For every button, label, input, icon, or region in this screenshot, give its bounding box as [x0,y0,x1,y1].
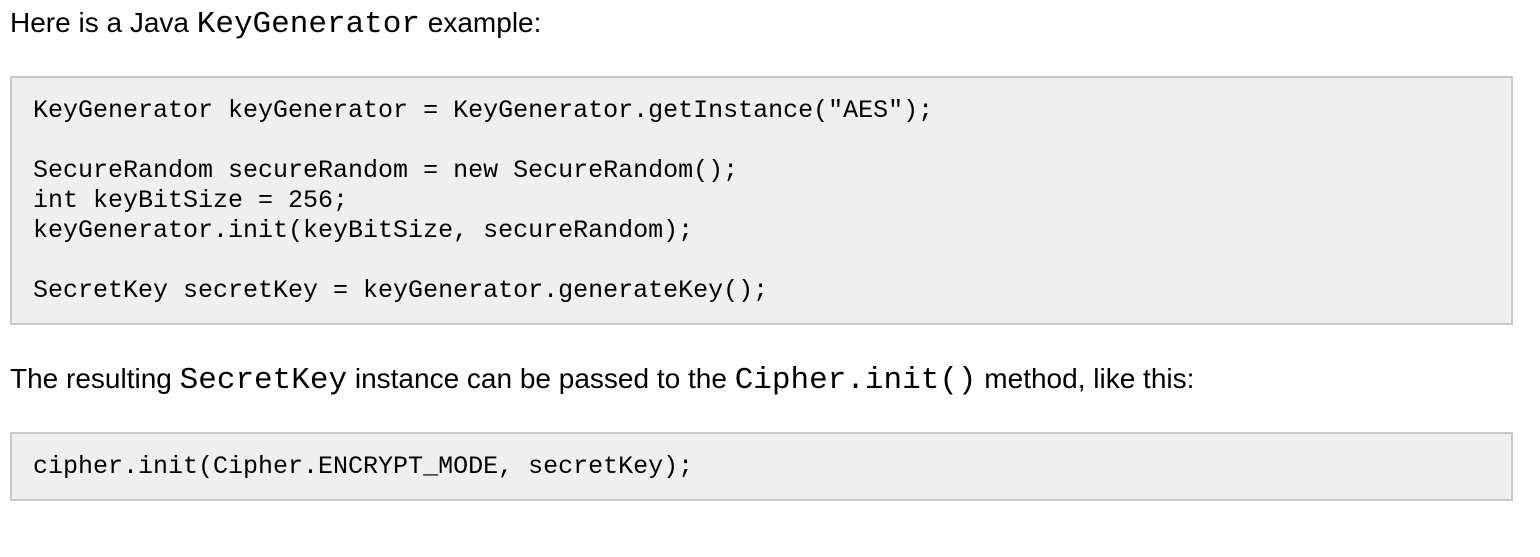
code-block-keygenerator-example: KeyGenerator keyGenerator = KeyGenerator… [10,76,1513,325]
inline-code-secretkey: SecretKey [179,363,348,398]
cipher-text-2: instance can be passed to the [347,363,735,394]
inline-code-keygenerator: KeyGenerator [196,7,420,42]
intro-text-after: example: [420,7,542,38]
cipher-paragraph: The resulting SecretKey instance can be … [10,361,1513,396]
inline-code-cipher-init: Cipher.init() [734,363,977,398]
intro-paragraph: Here is a Java KeyGenerator example: [10,5,1513,40]
cipher-text-3: method, like this: [976,363,1195,394]
intro-text-before: Here is a Java [10,7,197,38]
article-content: Here is a Java KeyGenerator example: Key… [10,5,1513,501]
cipher-text-1: The resulting [10,363,180,394]
code-block-cipher-init-example: cipher.init(Cipher.ENCRYPT_MODE, secretK… [10,432,1513,501]
